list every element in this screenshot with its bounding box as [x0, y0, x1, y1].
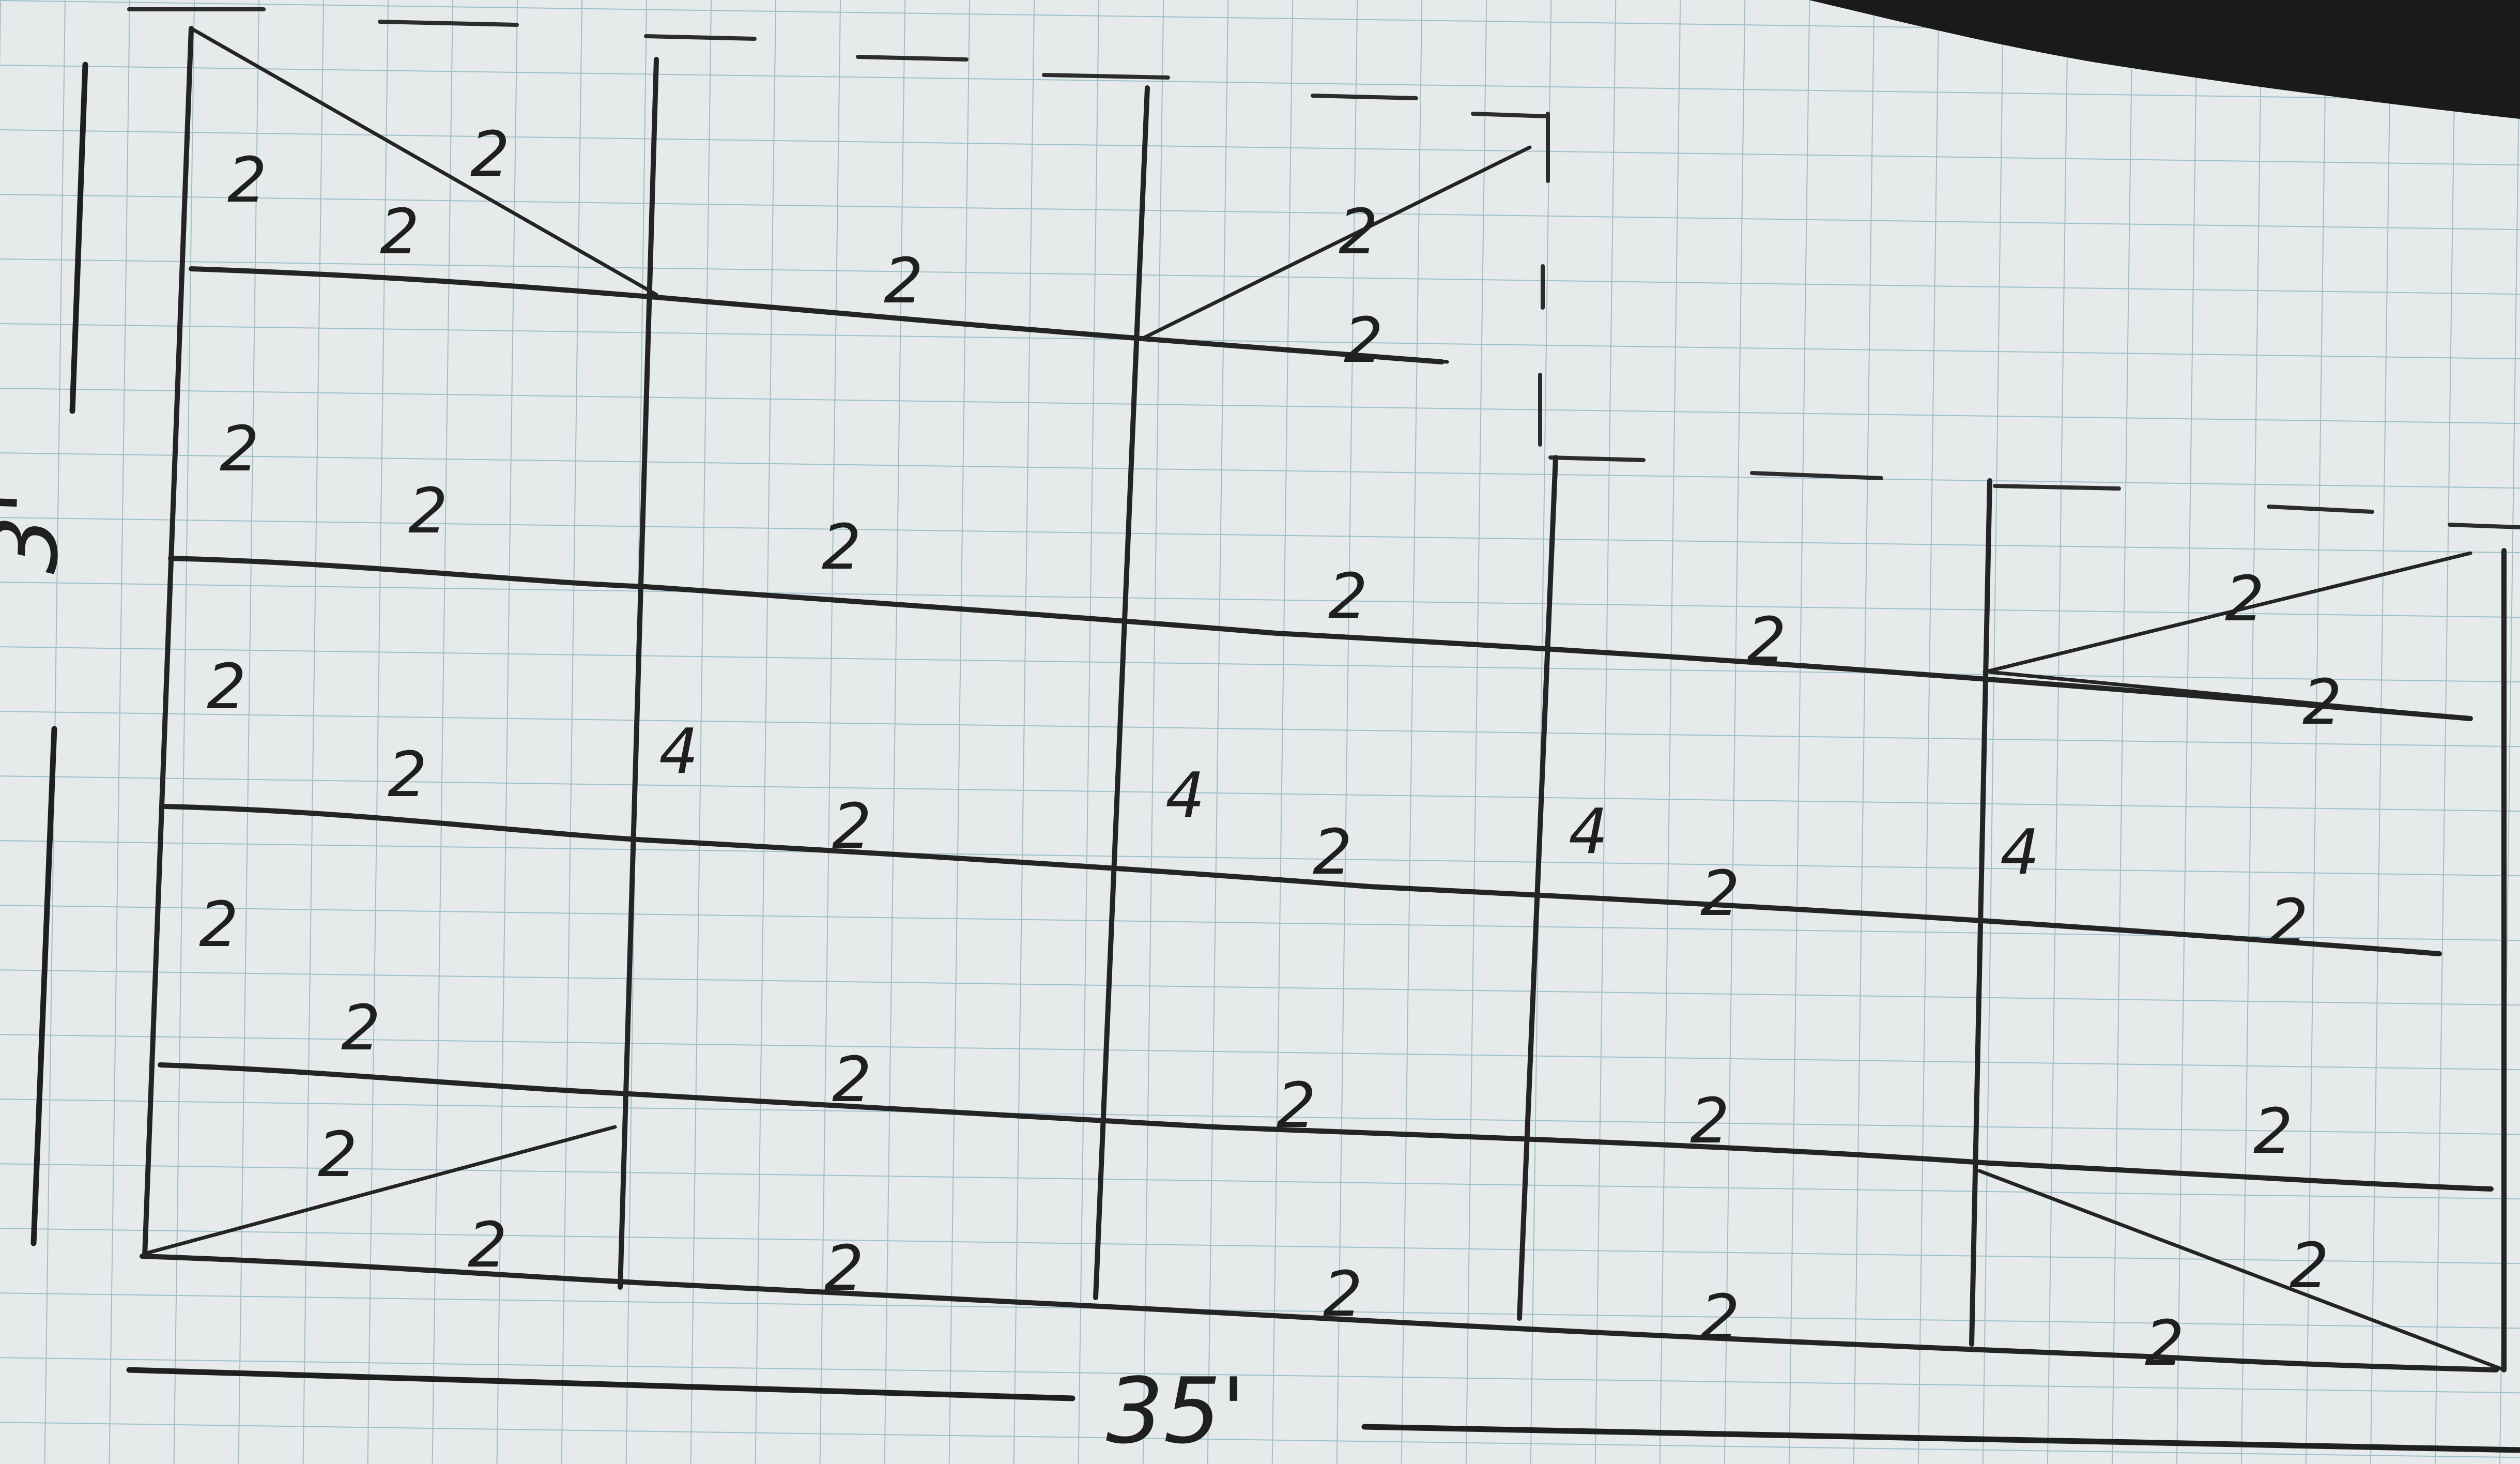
- section-label: 2: [199, 889, 238, 961]
- joist-line-3: [163, 804, 2442, 956]
- right-upper-diagonal: [1983, 551, 2472, 674]
- bottom-rim-joist: [140, 1254, 2499, 1372]
- section-label: 2: [220, 414, 259, 485]
- section-labels: 2 2 2 2 2 2 2 2 2 2 2 2 2 2 2 2 2 2 2 2 …: [199, 119, 2342, 1380]
- section-label: 2: [1690, 1086, 1729, 1157]
- lower-top-dash: [2448, 523, 2520, 529]
- right-upper-stub: [1988, 670, 2472, 721]
- top-dash: [1311, 94, 1418, 100]
- post-label: 4: [659, 716, 698, 788]
- dimension-marks: 3' 35': [0, 62, 2520, 1464]
- lower-right-diagonal: [1977, 1169, 2506, 1372]
- section-label: 2: [318, 1119, 357, 1191]
- section-label: 2: [1323, 1259, 1362, 1331]
- section-label: 2: [884, 246, 923, 317]
- lower-top-dash: [1548, 455, 1646, 462]
- section-label: 2: [1277, 1070, 1316, 1142]
- height-dimension-bottom: [30, 726, 57, 1246]
- section-label: 2: [822, 512, 861, 584]
- width-label: 35': [1106, 1359, 1246, 1464]
- section-label: 2: [341, 993, 380, 1064]
- section-label: 2: [408, 476, 448, 547]
- height-dimension-top: [69, 62, 88, 414]
- lower-left-diagonal: [143, 1125, 617, 1256]
- section-label: 2: [2145, 1308, 2184, 1380]
- upper-left-diagonal: [189, 26, 658, 297]
- section-label: 2: [1328, 561, 1367, 633]
- section-label: 2: [824, 1233, 864, 1305]
- section-label: 2: [468, 1210, 507, 1282]
- section-label: 2: [2269, 887, 2308, 958]
- post-labels: 4 4 4 4: [659, 716, 2039, 889]
- dashed-outline: [127, 7, 2520, 529]
- section-label: 2: [1747, 605, 1786, 677]
- top-dash: [378, 20, 519, 27]
- section-label: 2: [380, 196, 419, 268]
- section-label: 2: [832, 1044, 871, 1116]
- upper-stub-joist: [1140, 337, 1449, 364]
- width-dimension-right: [1361, 1424, 2520, 1453]
- section-label: 2: [1344, 305, 1383, 377]
- post-label: 4: [1165, 760, 1205, 832]
- section-label: 2: [1700, 858, 1740, 930]
- section-label: 2: [388, 739, 427, 811]
- width-dimension-left: [126, 1367, 1075, 1401]
- dark-background-shadow: [1809, 0, 2520, 119]
- post-line-1: [618, 57, 659, 1290]
- lower-top-dash: [1750, 471, 1883, 480]
- top-dash: [856, 55, 969, 62]
- post-label: 4: [2000, 817, 2039, 889]
- upper-right-diagonal: [1140, 145, 1532, 341]
- post-line-2: [1093, 85, 1150, 1300]
- height-label: 3': [0, 489, 80, 575]
- left-rim-joist: [142, 26, 194, 1259]
- section-label: 2: [2225, 563, 2264, 635]
- framing-lines: [140, 26, 2507, 1372]
- section-label: 2: [832, 791, 871, 863]
- section-label: 2: [2289, 1230, 2329, 1302]
- lower-top-dash: [2267, 505, 2374, 514]
- top-dash: [644, 34, 757, 41]
- section-label: 2: [207, 651, 246, 723]
- top-dash: [1471, 112, 1550, 118]
- lower-top-dash: [1993, 484, 2121, 491]
- post-label: 4: [1569, 796, 1608, 868]
- joist-line-2: [168, 556, 2473, 721]
- section-label: 2: [1313, 817, 1352, 889]
- section-label: 2: [470, 119, 510, 191]
- section-label: 2: [1700, 1282, 1740, 1354]
- section-label: 2: [2253, 1096, 2293, 1168]
- post-line-3: [1517, 455, 1558, 1321]
- section-label: 2: [2302, 667, 2342, 739]
- section-label: 2: [1339, 196, 1378, 268]
- top-dash: [1042, 73, 1170, 80]
- post-line-4: [1969, 478, 1992, 1347]
- joist-line-4: [158, 1062, 2494, 1192]
- section-label: 2: [227, 145, 267, 217]
